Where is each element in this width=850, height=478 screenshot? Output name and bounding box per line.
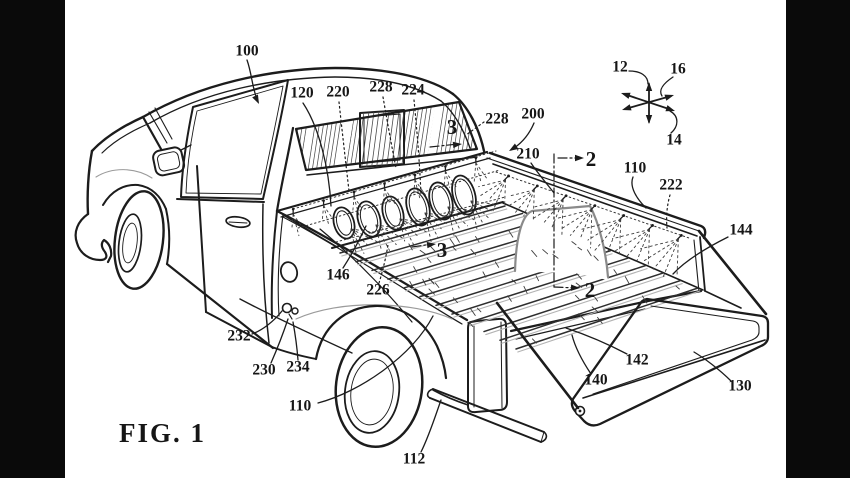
- section-lines: [411, 141, 584, 291]
- reference-labels: 100 120 220 228 224 228 200 210 110 222 144 146 226 2…: [227, 43, 753, 468]
- ref-label-226: 226: [366, 282, 390, 299]
- ref-label-110b: 110: [289, 398, 312, 415]
- section-marker-s2b: 2: [585, 278, 596, 302]
- section-marker-s2a: 2: [586, 147, 597, 171]
- spray-pattern: [291, 156, 683, 344]
- ref-label-140: 140: [584, 372, 608, 389]
- ref-label-220: 220: [326, 84, 350, 101]
- figure-caption: FIG. 1: [119, 418, 206, 448]
- ref-label-144: 144: [729, 222, 753, 239]
- ref-label-232: 232: [227, 328, 251, 345]
- ref-label-228b: 228: [485, 111, 509, 128]
- ref-label-222: 222: [659, 177, 683, 194]
- section-marker-s3a: 3: [447, 115, 458, 139]
- ref-label-14: 14: [666, 132, 682, 149]
- ref-label-146: 146: [326, 267, 350, 284]
- ref-label-130: 130: [728, 378, 752, 395]
- section-marker-s3b: 3: [437, 238, 448, 262]
- tailgate-open: [495, 229, 770, 427]
- truck-line-art: 100 120 220 228 224 228 200 210 110 222 144 146 226 2…: [74, 43, 770, 468]
- truck-body-outline: [74, 66, 742, 443]
- ref-label-228a: 228: [369, 79, 393, 96]
- wheels-and-details: [113, 144, 424, 449]
- letterbox-right-bar: [786, 0, 850, 478]
- nozzle-guide-lines: [292, 150, 690, 243]
- ref-label-100: 100: [235, 43, 259, 60]
- ref-label-200: 200: [521, 106, 545, 123]
- wheel-hump: [513, 204, 610, 280]
- ref-label-210: 210: [516, 146, 540, 163]
- direction-compass: [621, 82, 675, 124]
- ref-label-224: 224: [401, 82, 425, 99]
- ref-label-16: 16: [670, 61, 686, 78]
- ref-label-120: 120: [290, 85, 314, 102]
- ref-label-112: 112: [403, 451, 426, 468]
- ref-label-234: 234: [286, 359, 310, 376]
- ref-label-230: 230: [252, 362, 276, 379]
- letterbox-left-bar: [0, 0, 65, 478]
- ref-label-12: 12: [612, 59, 628, 76]
- ref-label-110a: 110: [624, 160, 647, 177]
- ref-label-142: 142: [625, 352, 649, 369]
- leader-lines: [246, 59, 732, 453]
